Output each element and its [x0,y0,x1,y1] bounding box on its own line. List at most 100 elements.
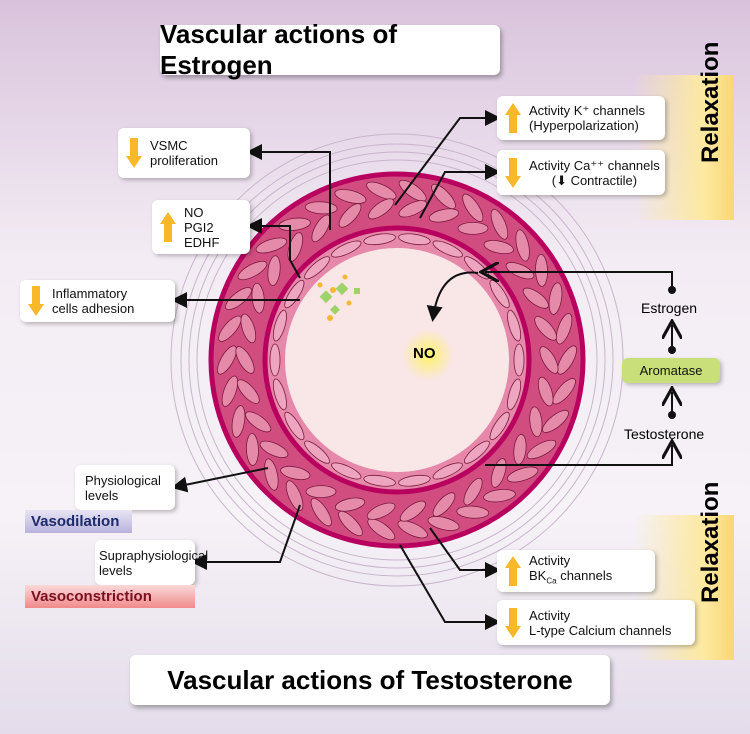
cell [251,282,265,314]
text: Activity Ca⁺⁺ channels [529,157,660,173]
text: PGI2 [184,219,214,235]
cell [529,406,543,438]
cell [255,237,288,254]
cell [240,313,257,344]
cell [225,287,252,311]
text: VSMC [150,138,188,153]
cell [338,510,363,537]
estrogen-title: Vascular actions of Estrogen [160,19,500,80]
estrogen-label: Estrogen [641,300,698,316]
text: levels [85,487,119,503]
cell [513,343,525,377]
cell [526,439,557,460]
arrow-up-icon [505,103,521,133]
no-label: NO [413,345,436,362]
cell [236,379,260,404]
ca-channels-box: Activity Ca⁺⁺ channels(⬇ Contractile) [497,150,665,195]
cell [366,502,396,520]
text: Activity K⁺ channels [529,103,645,118]
relaxation-label: Relaxation [697,481,724,603]
cell [304,440,331,464]
cell [457,221,489,235]
aromatase-box: Aromatase [622,358,720,383]
cell [310,498,332,527]
text: EDHF [184,234,220,250]
text: NO [184,204,204,220]
arrow-down-icon [126,138,142,168]
cell [221,375,239,407]
cell [245,411,272,433]
cell [305,485,337,499]
text: Physiological [85,472,161,488]
testosterone-label: Testosterone [624,426,705,442]
cell [246,433,259,466]
cell [285,480,304,511]
cell [537,376,554,407]
cell [462,193,484,222]
subscript: Ca [546,576,557,586]
cell [272,378,287,411]
cell [398,233,431,246]
arrow-up-icon [160,212,176,242]
cell [506,466,539,483]
vasodilation-tag: Vasodilation [25,510,132,533]
testosterone-title: Vascular actions of Testosterone [130,655,610,705]
cell [489,411,510,441]
cell [463,477,483,506]
cell [311,214,331,243]
connector-dots [668,286,676,419]
cell [505,262,535,280]
cell [269,343,281,377]
cell [368,198,395,220]
no-glow [402,329,454,381]
text: BK [529,568,547,584]
cell [428,208,460,223]
cell [535,254,548,287]
cell [515,229,530,262]
cell [217,345,237,375]
cell [363,474,396,487]
text: levels [99,562,133,578]
cell [539,346,559,374]
cell [548,282,563,315]
cell [397,520,428,539]
cell [557,345,577,375]
cell [366,181,397,200]
lumen [285,248,509,472]
k-channels-box: Activity K⁺ channels(Hyperpolarization) [497,96,665,140]
cell [334,497,366,512]
arrow-down-icon [28,286,44,316]
cell [331,240,362,258]
text: proliferation [150,153,218,168]
cell [431,183,456,210]
text: L-type Calcium channels [529,622,672,638]
molecules [317,274,360,321]
cell [463,440,490,464]
cell [522,287,549,309]
cell [331,462,362,480]
cell [483,488,516,503]
cell [267,255,281,286]
cell [542,409,569,433]
text: Supraphysiological [99,547,209,563]
text: cells adhesion [52,301,135,316]
cell [507,378,522,411]
cell [432,462,463,480]
cell [534,316,558,341]
connector-arrows [171,110,672,630]
arrow-up-icon [505,556,521,586]
cell [427,516,460,531]
cell [280,465,311,481]
relaxation-label: Relaxation [697,41,724,163]
cell [555,313,573,345]
cell [338,203,362,228]
